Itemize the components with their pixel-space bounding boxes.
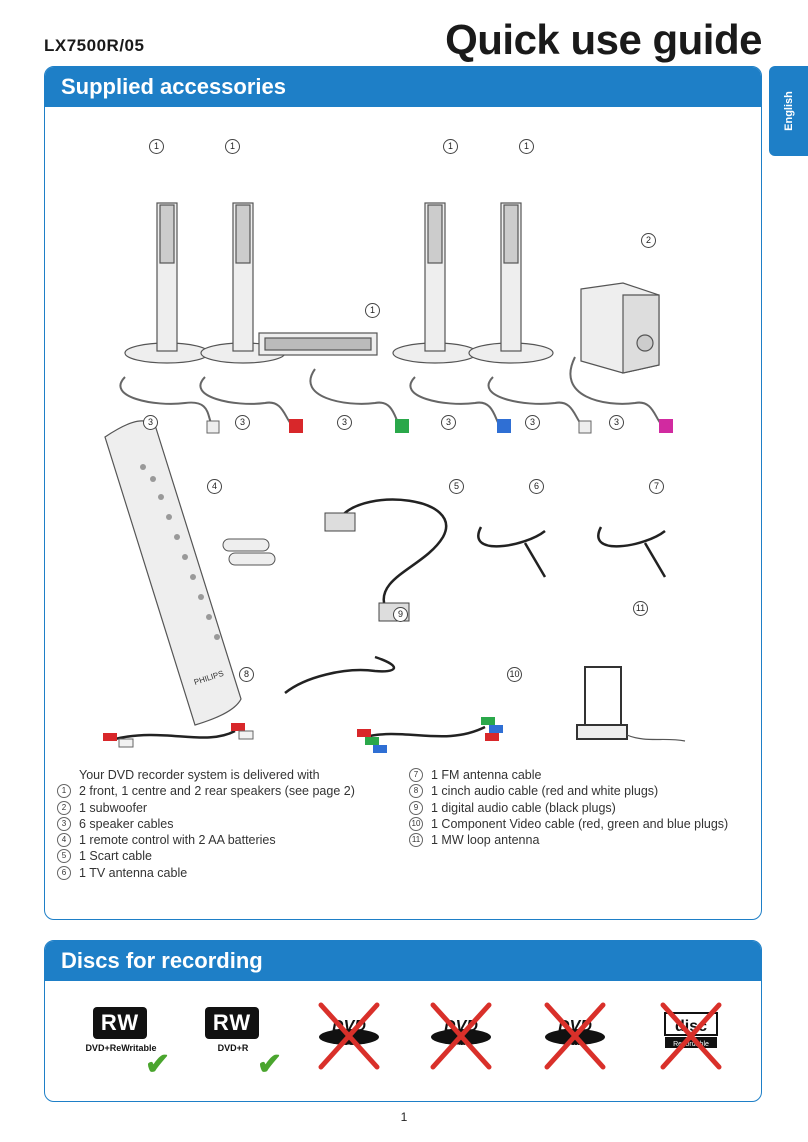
cross-icon (430, 1002, 492, 1070)
callout-9: 9 (393, 607, 408, 622)
rw-logo: RW (93, 1007, 147, 1039)
callout-1-rear-left: 1 (443, 139, 458, 154)
callout-7: 7 (649, 479, 664, 494)
accessories-list-left: Your DVD recorder system is delivered wi… (57, 767, 355, 881)
remote-control-illustration: PHILIPS (104, 420, 242, 726)
callout-3-a: 3 (143, 415, 158, 430)
cross-icon (544, 1002, 606, 1070)
callout-1-centre: 1 (365, 303, 380, 318)
digital-audio-cable-illustration (284, 655, 395, 694)
svg-text:DVD: DVD (444, 1018, 478, 1035)
speaker-cables (119, 356, 666, 428)
page-number: 1 (400, 1110, 408, 1124)
checkmark-icon: ✔ (257, 1048, 283, 1081)
rw-logo: RW (205, 1007, 259, 1039)
speaker-centre (258, 332, 378, 356)
svg-text:RAM: RAM (568, 1045, 581, 1051)
model-number: LX7500R/05 (44, 36, 145, 55)
tv-antenna-cable-illustration (477, 526, 547, 578)
svg-text:R: R (347, 1045, 352, 1051)
mw-loop-antenna-illustration (576, 666, 686, 742)
callout-1-front-left: 1 (149, 139, 164, 154)
discs-panel: Discs for recording RW DVD+ReWritable ✔ … (44, 940, 762, 1102)
list-intro: Your DVD recorder system is delivered wi… (79, 768, 320, 782)
disc-caption: DVD+ReWritable (85, 1043, 157, 1053)
accessories-panel: Supplied accessories (44, 66, 762, 920)
callout-4: 4 (207, 479, 222, 494)
callout-10: 10 (507, 667, 522, 682)
accessories-heading: Supplied accessories (45, 67, 761, 107)
callout-3-e: 3 (525, 415, 540, 430)
svg-text:RW: RW (456, 1045, 466, 1051)
callout-3-c: 3 (337, 415, 352, 430)
disc-dvd-rewritable: RW DVD+ReWritable ✔ (81, 1003, 181, 1083)
cross-icon (660, 1002, 722, 1070)
disc-cd-recordable: disc Recordable (660, 1002, 722, 1070)
language-tab-label: English (782, 91, 795, 131)
svg-text:DVD: DVD (558, 1018, 592, 1035)
cinch-audio-cable-illustration (114, 729, 236, 741)
disc-dvd-r: DVD R (318, 1002, 380, 1070)
disc-dvd-r-plus: RW DVD+R ✔ (193, 1003, 293, 1083)
fm-antenna-cable-illustration (597, 526, 667, 578)
speaker-front-left (124, 202, 210, 364)
disc-caption: DVD+R (217, 1043, 249, 1053)
callout-3-d: 3 (441, 415, 456, 430)
callout-11: 11 (633, 601, 648, 616)
subwoofer (580, 282, 660, 374)
discs-heading: Discs for recording (45, 941, 761, 981)
callout-5: 5 (449, 479, 464, 494)
component-video-cable-illustration (364, 725, 486, 739)
accessories-illustration: PHILIPS (103, 202, 686, 753)
callout-6: 6 (529, 479, 544, 494)
speaker-front-right (200, 202, 286, 364)
page-title: Quick use guide (445, 16, 762, 63)
speaker-rear-right (468, 202, 554, 364)
callout-1-rear-right: 1 (519, 139, 534, 154)
batteries-illustration (222, 538, 276, 566)
callout-1-front-right: 1 (225, 139, 240, 154)
svg-text:Recordable: Recordable (673, 1041, 709, 1048)
cross-icon (318, 1002, 380, 1070)
checkmark-icon: ✔ (145, 1048, 171, 1081)
scart-cable-illustration (324, 498, 448, 622)
callout-2: 2 (641, 233, 656, 248)
callout-8: 8 (239, 667, 254, 682)
svg-text:DVD: DVD (332, 1018, 366, 1035)
speaker-rear-left (392, 202, 478, 364)
disc-dvd-ram: DVD RAM (544, 1002, 606, 1070)
callout-3-b: 3 (235, 415, 250, 430)
callout-3-f: 3 (609, 415, 624, 430)
disc-dvd-rw: DVD RW (430, 1002, 492, 1070)
language-tab[interactable]: English (769, 66, 808, 156)
